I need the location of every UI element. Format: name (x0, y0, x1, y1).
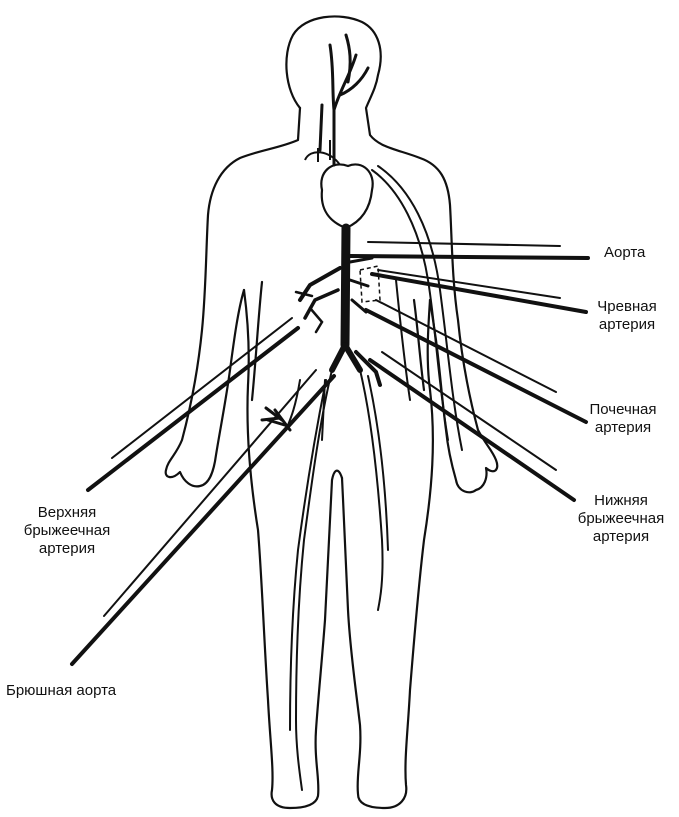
label-superior-mesenteric-artery: Верхняя брыжеечная артерия (14, 504, 120, 558)
label-abdominal-aorta: Брюшная аорта (6, 682, 116, 700)
label-celiac-line-2: артерия (587, 316, 667, 334)
label-celiac-artery: Чревная артерия (587, 298, 667, 334)
limb-vessels (286, 166, 462, 790)
label-aorta: Аорта (604, 244, 645, 262)
label-superior-mesenteric-line-3: артерия (14, 540, 120, 558)
label-superior-mesenteric-line-2: брыжеечная (14, 522, 120, 540)
label-inferior-mesenteric-artery: Нижняя брыжеечная артерия (568, 492, 674, 546)
label-abdominal-aorta-line: Брюшная аорта (6, 682, 116, 700)
carotid-vessels (320, 35, 368, 165)
label-aorta-line: Аорта (604, 244, 645, 262)
heart-shape (321, 164, 372, 228)
label-renal-line-1: Почечная (580, 401, 666, 419)
label-renal-line-2: артерия (580, 419, 666, 437)
label-inferior-mesenteric-line-1: Нижняя (568, 492, 674, 510)
label-inferior-mesenteric-line-2: брыжеечная (568, 510, 674, 528)
label-celiac-line-1: Чревная (587, 298, 667, 316)
label-superior-mesenteric-line-1: Верхняя (14, 504, 120, 522)
label-renal-artery: Почечная артерия (580, 401, 666, 437)
leader-lines (72, 242, 588, 664)
label-inferior-mesenteric-line-3: артерия (568, 528, 674, 546)
aorta-vessel (296, 228, 380, 385)
